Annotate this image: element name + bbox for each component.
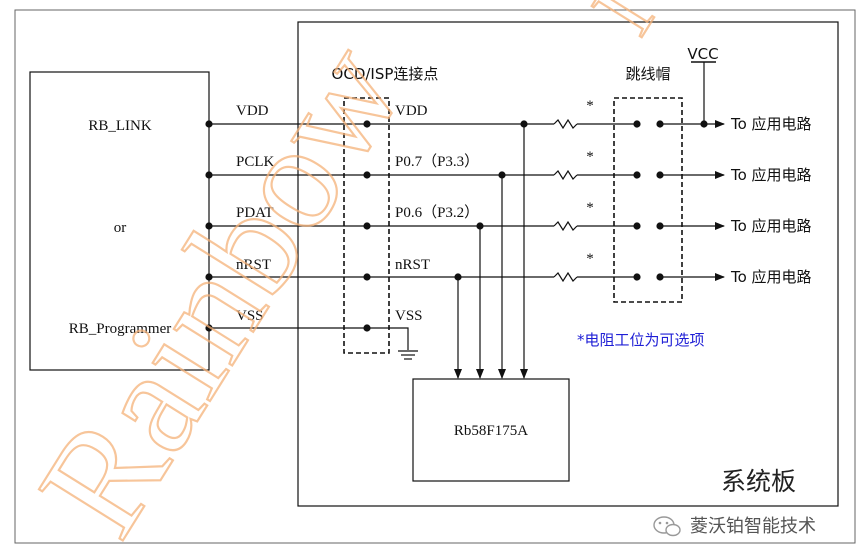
- jumper-box: [613, 97, 683, 303]
- resistors: [553, 118, 578, 283]
- credit-text: 菱沃铂智能技术: [690, 516, 816, 537]
- resistor-note: *电阻工位为可选项: [577, 331, 705, 349]
- resistor-2: [553, 169, 578, 181]
- programmer-bottom: RB_Programmer: [69, 321, 172, 337]
- watermark-tail: I: [573, 0, 673, 51]
- pin-vdd: VDD: [395, 103, 428, 119]
- resistor-mark-1: *: [586, 98, 594, 114]
- signal-pdat: PDAT: [236, 205, 274, 221]
- pin-p06: P0.6（P3.2）: [395, 204, 479, 221]
- signal-pclk: PCLK: [236, 154, 275, 170]
- resistor-1: [553, 118, 578, 130]
- signal-vdd: VDD: [236, 103, 269, 119]
- resistor-mark-4: *: [586, 251, 594, 267]
- ocd-label: OCD/ISP连接点: [332, 65, 439, 83]
- programmer-or: or: [114, 220, 127, 236]
- watermark-text: Rainbow: [7, 15, 435, 560]
- system-board-box: [297, 21, 839, 507]
- output-label-1: To 应用电路: [730, 115, 812, 133]
- ground-symbol: [389, 327, 418, 360]
- programmer-box: [29, 71, 210, 371]
- system-board-label: 系统板: [721, 467, 796, 496]
- chip-taps: [454, 124, 528, 379]
- pin-p07: P0.7（P3.3）: [395, 153, 479, 170]
- programmer-title: RB_LINK: [88, 118, 152, 134]
- vcc-label: VCC: [687, 45, 718, 63]
- resistor-3: [553, 220, 578, 232]
- chip-box: [412, 378, 570, 482]
- chip-label: Rb58F175A: [454, 423, 528, 439]
- resistor-mark-3: *: [586, 200, 594, 216]
- resistor-mark-2: *: [586, 149, 594, 165]
- output-label-2: To 应用电路: [730, 166, 812, 184]
- signal-vss: VSS: [236, 308, 264, 324]
- outer-frame: [14, 9, 856, 544]
- signal-nrst: nRST: [236, 257, 271, 273]
- pin-nrst: nRST: [395, 257, 430, 273]
- pin-vss: VSS: [395, 308, 423, 324]
- output-label-4: To 应用电路: [730, 268, 812, 286]
- output-wires: [577, 120, 725, 281]
- wechat-logo-icon: [653, 516, 681, 537]
- jumper-label: 跳线帽: [625, 65, 670, 83]
- junction-dots: [205, 120, 708, 332]
- output-label-3: To 应用电路: [730, 217, 812, 235]
- signal-wires: [209, 123, 554, 329]
- resistor-4: [553, 271, 578, 283]
